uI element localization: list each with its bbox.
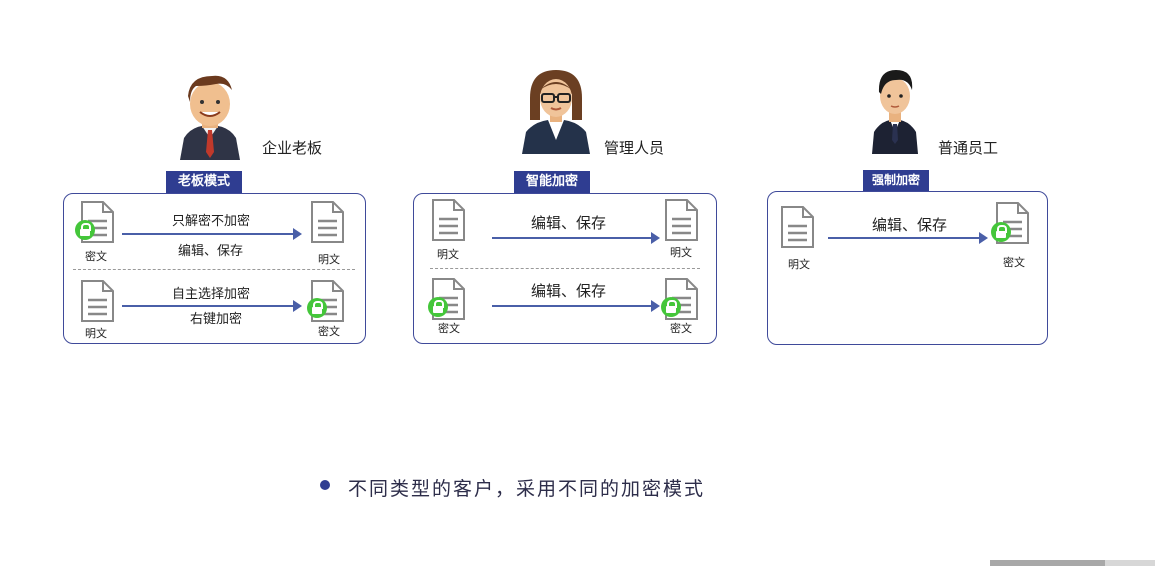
boss-row2-action1: 自主选择加密 xyxy=(172,287,251,302)
document-icon xyxy=(81,280,114,322)
manager-mode-tag: 智能加密 xyxy=(514,171,591,193)
summary-text: 不同类型的客户，采用不同的加密模式 xyxy=(348,478,706,500)
bullet-icon xyxy=(320,480,330,490)
bottom-progress-fill xyxy=(990,560,1105,566)
manager-row2-action: 编辑、保存 xyxy=(531,282,607,300)
manager-divider xyxy=(430,268,700,269)
boss-row2-action2: 右键加密 xyxy=(190,312,243,327)
manager-row1-action: 编辑、保存 xyxy=(531,214,607,232)
boss-row1-arrow xyxy=(122,228,302,240)
document-icon xyxy=(781,206,814,248)
boss-row1-action2: 编辑、保存 xyxy=(178,244,244,259)
boss-row1-action1: 只解密不加密 xyxy=(172,214,251,229)
boss-row2-from-label: 明文 xyxy=(85,327,107,340)
manager-avatar xyxy=(522,70,590,154)
boss-mode-tag: 老板模式 xyxy=(166,171,243,193)
manager-row1-arrow xyxy=(492,232,660,244)
lock-icon xyxy=(661,297,681,317)
employee-row1-from-label: 明文 xyxy=(788,258,810,271)
boss-divider xyxy=(73,269,355,270)
boss-row2-to-label: 密文 xyxy=(318,325,340,338)
employee-role-label: 普通员工 xyxy=(938,139,999,157)
manager-row2-from-label: 密文 xyxy=(438,322,460,335)
boss-role-label: 企业老板 xyxy=(262,139,323,157)
manager-row2-arrow xyxy=(492,300,660,312)
boss-row2-arrow xyxy=(122,300,302,312)
manager-role-label: 管理人员 xyxy=(604,139,665,157)
boss-row1-from-label: 密文 xyxy=(85,250,107,263)
employee-avatar xyxy=(872,70,918,154)
manager-row1-to-label: 明文 xyxy=(670,246,692,259)
document-icon xyxy=(311,201,344,243)
manager-row2-to-label: 密文 xyxy=(670,322,692,335)
employee-row1-to-label: 密文 xyxy=(1003,256,1025,269)
employee-row1-action: 编辑、保存 xyxy=(872,216,948,234)
employee-mode-tag: 强制加密 xyxy=(863,170,930,191)
document-icon xyxy=(432,199,465,241)
lock-icon xyxy=(75,220,95,240)
employee-row1-arrow xyxy=(828,232,988,244)
lock-icon xyxy=(991,222,1011,242)
manager-row1-from-label: 明文 xyxy=(437,248,459,261)
document-icon xyxy=(665,199,698,241)
lock-icon xyxy=(428,297,448,317)
lock-icon xyxy=(307,298,327,318)
boss-avatar xyxy=(180,75,240,160)
boss-row1-to-label: 明文 xyxy=(318,253,340,266)
